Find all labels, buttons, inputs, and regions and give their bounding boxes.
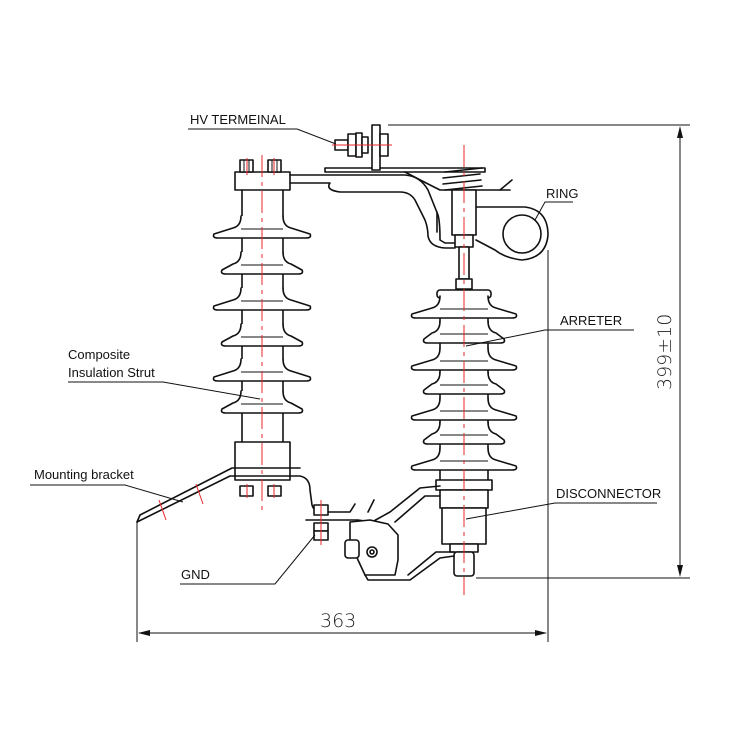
label-mounting-bracket: Mounting bracket: [34, 467, 134, 482]
callout-arrester: ARRETER: [465, 313, 634, 347]
label-gnd: GND: [181, 567, 210, 582]
callout-mounting-bracket: Mounting bracket: [30, 467, 184, 503]
label-hv-terminal: HV TERMEINAL: [190, 112, 286, 127]
callout-ring: RING: [534, 186, 579, 221]
label-arrester: ARRETER: [560, 313, 622, 328]
mounting-bracket: [136, 467, 441, 523]
disconnector-clamp: [344, 499, 455, 581]
width-dimension-label: 363: [320, 610, 356, 632]
callout-disconnector: DISCONNECTOR: [465, 486, 661, 520]
callout-hv-terminal: HV TERMEINAL: [188, 112, 337, 145]
top-bolt-right: [267, 159, 282, 173]
gnd-terminal: [313, 500, 329, 545]
label-disconnector: DISCONNECTOR: [556, 486, 661, 501]
composite-insulation-strut: [212, 155, 312, 510]
callout-gnd: GND: [180, 534, 316, 585]
hv-terminal: [332, 124, 392, 171]
spring: [442, 167, 483, 191]
callout-composite-strut: Composite Insulation Strut: [68, 347, 261, 400]
top-arm: [289, 167, 513, 249]
surge-arrester: [410, 145, 518, 595]
ring: [475, 206, 549, 261]
label-ring: RING: [546, 186, 579, 201]
height-dimension-label: 399±10: [654, 314, 676, 390]
label-composite-line1: Composite: [68, 347, 130, 362]
label-composite-line2: Insulation Strut: [68, 365, 155, 380]
width-dimension: 363: [136, 250, 549, 642]
height-dimension: 399±10: [388, 124, 690, 579]
